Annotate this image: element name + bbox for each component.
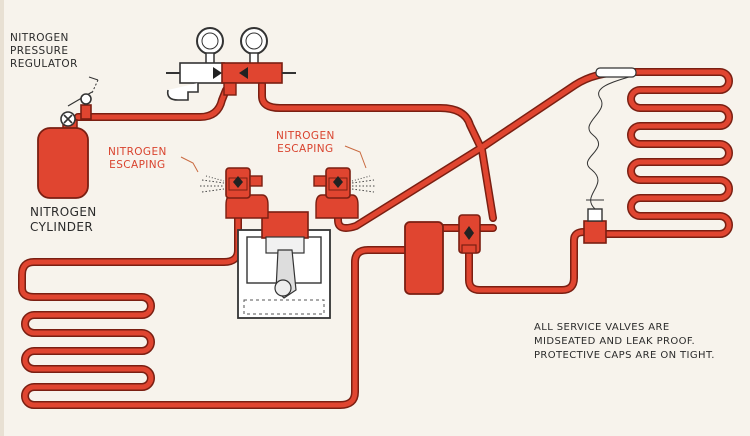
note-line-1: ALL SERVICE VALVES ARE (534, 322, 670, 333)
escaping-left-label: NITROGEN ESCAPING (108, 146, 167, 172)
suction-service-valve (225, 167, 263, 199)
escaping-right-label: NITROGEN ESCAPING (276, 130, 335, 156)
escaping-left-label-line-1: NITROGEN (108, 146, 167, 158)
discharge-service-valve (313, 167, 351, 199)
note-line-2: MIDSEATED AND LEAK PROOF. (534, 336, 696, 347)
gauge-manifold (166, 27, 296, 101)
escaping-right-label-line-2: ESCAPING (277, 143, 334, 155)
pipes (19, 69, 732, 408)
page-edge (0, 0, 4, 436)
escaping-left-label-line-2: ESCAPING (109, 159, 166, 171)
cylinder-label: NITROGEN CYLINDER (30, 205, 97, 235)
liquid-line-valve (458, 214, 481, 254)
note-line-3: PROTECTIVE CAPS ARE ON TIGHT. (534, 350, 715, 361)
expansion-valve (583, 67, 637, 244)
regulator-label: NITROGEN PRESSURE REGULATOR (10, 32, 78, 71)
regulator-label-line-2: PRESSURE (10, 45, 69, 57)
cylinder-label-line-2: CYLINDER (30, 220, 94, 234)
regulator-label-line-1: NITROGEN (10, 32, 69, 44)
receiver-tank (404, 221, 444, 295)
cylinder-label-line-1: NITROGEN (30, 205, 97, 219)
nitrogen-cylinder (37, 119, 89, 199)
nitrogen-escaping-right-icon (344, 145, 376, 193)
compressor (225, 194, 359, 319)
nitrogen-escaping-left-icon (180, 156, 225, 193)
service-valve-note: ALL SERVICE VALVES ARE MIDSEATED AND LEA… (534, 321, 715, 363)
escaping-right-label-line-1: NITROGEN (276, 130, 335, 142)
pressure-regulator (60, 76, 99, 127)
regulator-label-line-3: REGULATOR (10, 58, 78, 70)
